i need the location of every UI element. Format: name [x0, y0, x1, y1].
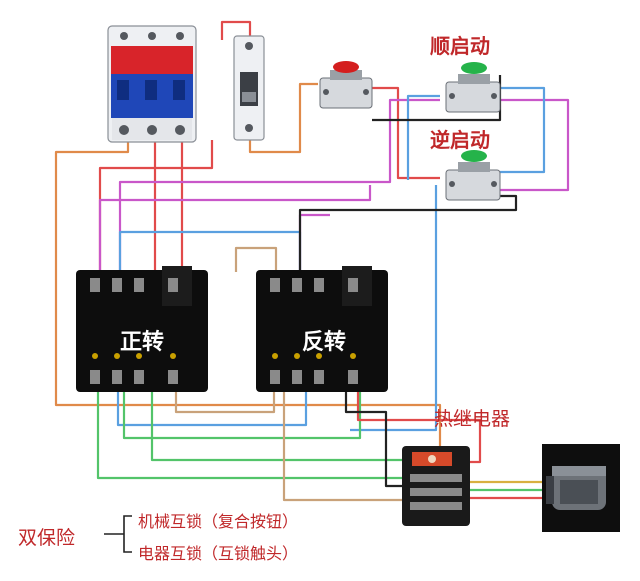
wire-orange-2	[248, 82, 318, 154]
reverse-contactor-label: 反转	[302, 330, 347, 355]
circuit-breaker-icon	[107, 25, 197, 143]
forward-contactor-label: 正转	[120, 330, 165, 355]
reverse-contactor-icon	[256, 266, 388, 392]
wire-red-1	[220, 20, 252, 40]
wire-red-thermal	[356, 390, 482, 464]
fuse-breaker-icon	[233, 35, 265, 141]
bracket-line	[104, 515, 132, 553]
wires	[54, 20, 570, 502]
wire-blue-3	[118, 230, 302, 272]
thermal-relay-label: 热继电器	[434, 408, 511, 430]
wire-blue-4	[350, 185, 438, 432]
wire-green-3	[150, 390, 404, 462]
reverse-start-label: 逆启动	[430, 128, 490, 152]
double-protection-label: 双保险	[18, 527, 76, 549]
wire-tan-1	[174, 390, 276, 414]
wire-magenta-3	[500, 98, 570, 192]
wire-blue-5	[116, 390, 308, 427]
motor-icon	[542, 444, 620, 532]
wire-orange-1	[54, 140, 442, 450]
wire-blue-1	[406, 94, 440, 180]
thermal-relay-icon	[402, 446, 470, 526]
forward-start-button-icon	[445, 62, 501, 113]
forward-start-label: 顺启动	[430, 34, 490, 58]
wire-tan-3	[282, 390, 404, 502]
wire-magenta-4	[298, 213, 330, 272]
wire-red-4	[372, 86, 440, 180]
wire-black-thermal	[344, 390, 404, 488]
wire-black-2	[298, 194, 518, 272]
wire-magenta-2	[98, 185, 372, 272]
electrical-interlock-label: 电器互锁（互锁触头）	[138, 544, 299, 563]
wire-green-2	[122, 390, 362, 440]
wire-magenta-1	[118, 98, 440, 272]
stop-button-icon	[319, 61, 373, 109]
wire-green-1	[96, 390, 404, 480]
forward-contactor-icon	[76, 266, 208, 392]
wire-tan-2	[234, 246, 278, 272]
reverse-start-button-icon	[445, 150, 501, 201]
mechanical-interlock-label: 机械互锁（复合按钮）	[138, 512, 299, 531]
wire-blue-2	[500, 86, 546, 174]
